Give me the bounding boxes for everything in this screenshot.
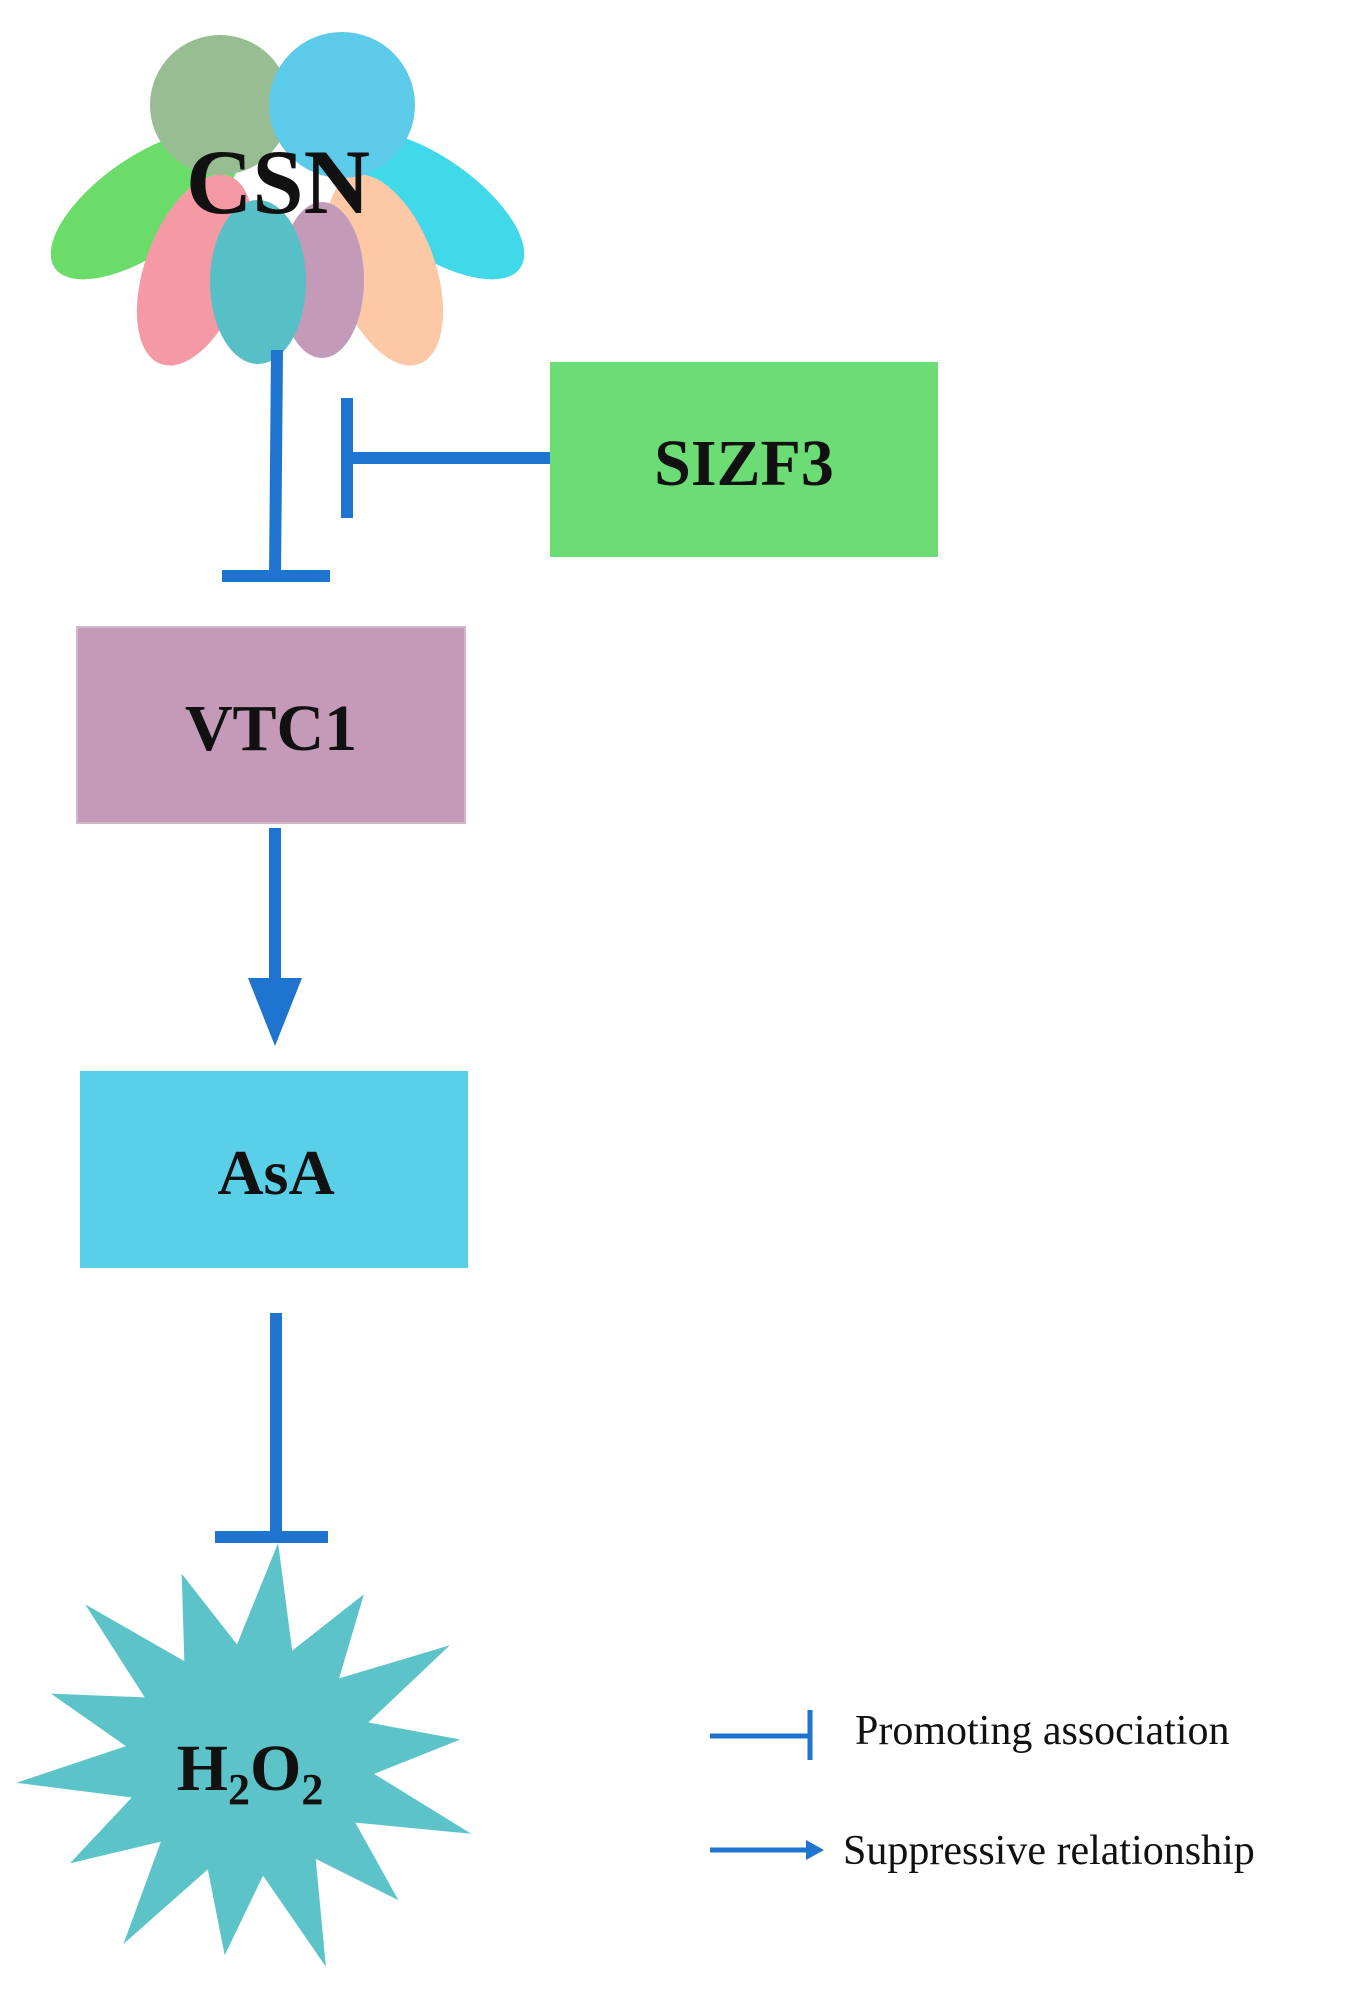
csn-petal-teal <box>210 200 306 364</box>
csn-to-vtc1-inhibition <box>222 349 330 582</box>
asa-label: AsA <box>217 1137 334 1208</box>
legend-bar-label: Promoting association <box>855 1708 1229 1754</box>
legend: Promoting association Suppressive relati… <box>710 1708 1255 1874</box>
vtc1-label: VTC1 <box>185 692 357 765</box>
asa-node: AsA <box>80 1071 468 1268</box>
vtc1-node: VTC1 <box>76 626 466 824</box>
asa-box <box>80 1071 468 1268</box>
sizf3-box <box>550 362 938 557</box>
legend-arrow-label: Suppressive relationship <box>843 1828 1255 1874</box>
h2o2-starburst <box>16 1543 472 1967</box>
legend-bar-symbol <box>710 1710 813 1760</box>
h2o2-label-sub1: 2 <box>228 1765 250 1814</box>
legend-arrow-symbol <box>710 1840 824 1860</box>
csn-top-blue <box>269 32 415 178</box>
csn-vtc1-line <box>269 349 283 577</box>
vtc1-to-asa-arrow <box>248 828 302 1046</box>
h2o2-label-sub2: 2 <box>301 1765 323 1814</box>
h2o2-label-h: H <box>177 1732 228 1805</box>
h2o2-label: H2O2 <box>177 1732 324 1814</box>
sizf3-label: SIZF3 <box>654 427 834 500</box>
csn-petal-cyan-right <box>335 130 525 280</box>
h2o2-label-o: O <box>250 1732 301 1805</box>
vtc1-asa-arrowhead <box>248 978 302 1046</box>
csn-top-sage <box>150 35 290 175</box>
sizf3-node: SIZF3 <box>550 362 938 557</box>
vtc1-box <box>76 626 466 824</box>
csn-petal-mauve <box>280 202 364 358</box>
sizf3-inhibition <box>341 398 550 518</box>
csn-label: CSN <box>186 131 370 233</box>
h2o2-node: H2O2 <box>16 1543 472 1967</box>
asa-to-h2o2-inhibition <box>215 1313 328 1543</box>
csn-complex: CSN <box>50 32 525 366</box>
